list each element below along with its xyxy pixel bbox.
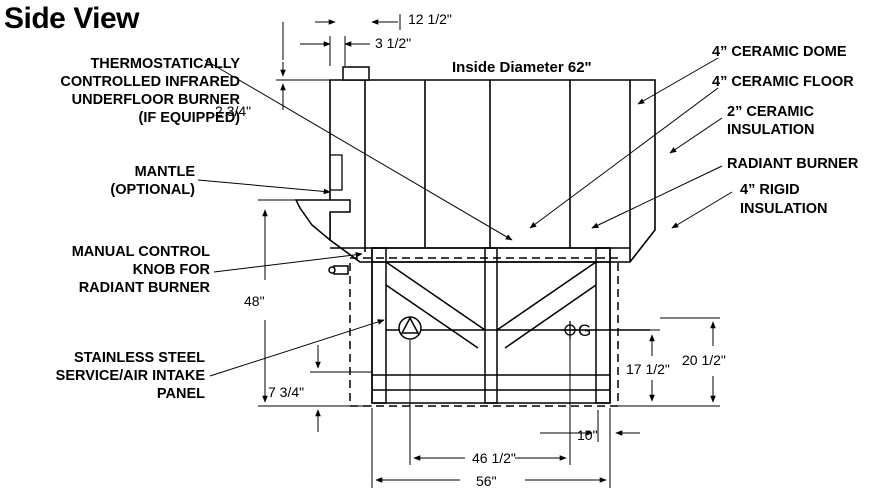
dim-20-5 <box>610 317 720 407</box>
leader-ceramic-dome <box>637 57 719 105</box>
leader-manual-knob <box>213 251 363 273</box>
dim-48-label: 48" <box>244 293 265 309</box>
svg-text:(OPTIONAL): (OPTIONAL) <box>110 182 195 198</box>
dim-56-label: 56" <box>476 473 497 489</box>
dim-7-75 <box>310 345 372 432</box>
dim-10-label: 10" <box>577 427 598 443</box>
svg-text:RADIANT BURNER: RADIANT BURNER <box>79 280 211 296</box>
svg-text:THERMOSTATICALLY: THERMOSTATICALLY <box>90 56 240 72</box>
valve-symbol-icon <box>398 316 422 340</box>
svg-text:MANTLE: MANTLE <box>135 164 196 180</box>
dim-3-5 <box>300 36 370 66</box>
label-ceramic-insulation: 2” CERAMIC INSULATION <box>727 104 815 138</box>
svg-text:4” RIGID: 4” RIGID <box>740 182 800 198</box>
dim-17-5-label: 17 1/2" <box>626 361 670 377</box>
dim-17-5 <box>620 329 660 402</box>
oven-base-stand <box>371 247 650 404</box>
svg-text:(IF EQUIPPED): (IF EQUIPPED) <box>138 110 240 126</box>
dim-46-5-label: 46 1/2" <box>472 450 516 466</box>
page-title: Side View <box>4 2 140 35</box>
leader-service-panel <box>209 319 385 377</box>
control-knob-icon <box>328 265 349 275</box>
dim-46-5 <box>409 336 571 465</box>
label-underfloor-burner: THERMOSTATICALLY CONTROLLED INFRARED UND… <box>60 56 240 126</box>
dim-7-75-label: 7 3/4" <box>268 384 304 400</box>
svg-text:CONTROLLED INFRARED: CONTROLLED INFRARED <box>60 74 240 90</box>
leader-ceramic-insulation <box>669 117 723 154</box>
label-ceramic-dome: 4” CERAMIC DOME <box>712 44 847 60</box>
mantle-shape <box>294 199 351 242</box>
label-mantle: MANTLE (OPTIONAL) <box>110 164 195 198</box>
svg-text:INSULATION: INSULATION <box>740 201 828 217</box>
label-rigid-insulation: 4” RIGID INSULATION <box>740 182 828 217</box>
dim-56 <box>371 408 611 488</box>
svg-text:MANUAL CONTROL: MANUAL CONTROL <box>72 244 210 260</box>
dim-2-75 <box>276 62 330 110</box>
dim-20-5-label: 20 1/2" <box>682 352 726 368</box>
dim-3-5-label: 3 1/2" <box>375 35 411 51</box>
svg-text:UNDERFLOOR BURNER: UNDERFLOOR BURNER <box>72 92 241 108</box>
svg-text:2” CERAMIC: 2” CERAMIC <box>727 104 815 120</box>
gas-connection-icon <box>561 321 579 339</box>
svg-text:STAINLESS STEEL: STAINLESS STEEL <box>74 350 205 366</box>
vent-cap <box>342 66 370 81</box>
label-service-panel: STAINLESS STEEL SERVICE/AIR INTAKE PANEL <box>56 350 206 402</box>
label-radiant-burner: RADIANT BURNER <box>727 156 859 172</box>
gas-connection-label: G <box>578 321 591 340</box>
svg-text:SERVICE/AIR INTAKE: SERVICE/AIR INTAKE <box>56 368 206 384</box>
inside-diameter-label: Inside Diameter 62" <box>452 59 592 76</box>
leader-rigid-insulation <box>671 191 733 229</box>
leader-radiant-burner <box>591 165 723 229</box>
label-manual-knob: MANUAL CONTROL KNOB FOR RADIANT BURNER <box>72 244 211 296</box>
label-ceramic-floor: 4” CERAMIC FLOOR <box>712 74 854 90</box>
svg-text:INSULATION: INSULATION <box>727 122 815 138</box>
svg-text:PANEL: PANEL <box>157 386 205 402</box>
dim-12-5-label: 12 1/2" <box>408 11 452 27</box>
leader-ceramic-floor <box>529 87 719 229</box>
dim-48 <box>258 199 372 407</box>
service-panel-outline <box>349 257 619 407</box>
dim-2-75-label: 2 3/4" <box>215 103 251 119</box>
dim-12-5 <box>282 14 401 60</box>
leader-mantle <box>197 179 331 195</box>
svg-text:KNOB FOR: KNOB FOR <box>133 262 211 278</box>
leader-underfloor-burner <box>204 59 513 241</box>
